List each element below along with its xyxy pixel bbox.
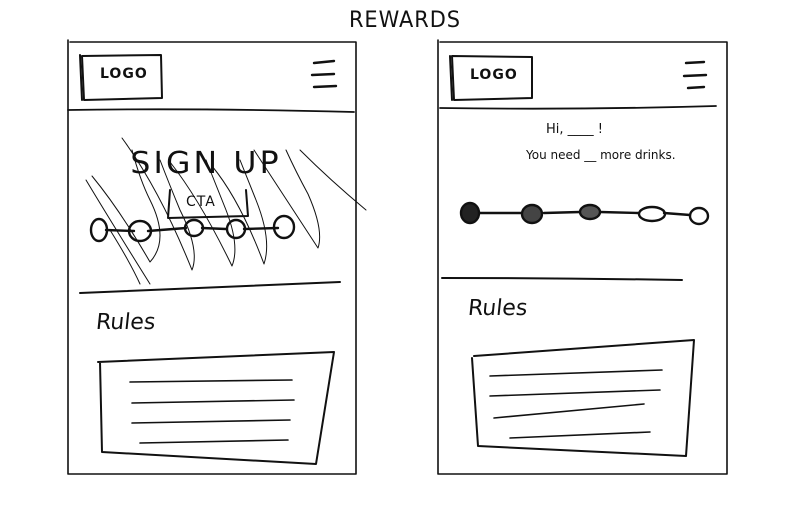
right-drinks-message: You need __ more drinks. <box>526 148 676 162</box>
page-title: REWARDS <box>348 8 462 33</box>
left-cta-box <box>167 189 249 219</box>
left-logo-box <box>81 54 163 101</box>
right-phone-frame <box>437 39 728 475</box>
right-section-divider <box>441 277 683 281</box>
left-rules-heading: Rules <box>94 310 157 335</box>
left-header-divider <box>67 108 355 113</box>
right-logo-box <box>451 55 533 101</box>
left-progress-track <box>89 214 296 243</box>
right-progress-track <box>459 201 710 226</box>
left-signup-heading: SIGN UP <box>130 146 282 181</box>
right-rules-heading: Rules <box>466 296 529 321</box>
left-section-divider <box>79 281 341 294</box>
left-logo-text: LOGO <box>100 66 148 82</box>
right-rules-box <box>471 339 695 457</box>
right-menu-icon <box>682 60 708 90</box>
left-cta-button[interactable]: CTA <box>186 194 216 210</box>
left-rules-box <box>97 351 335 465</box>
right-header-divider <box>439 105 717 110</box>
left-hero-scribble <box>85 137 367 285</box>
right-greeting: Hi, ____ ! <box>546 122 603 137</box>
left-menu-icon <box>310 59 338 89</box>
right-logo-text: LOGO <box>470 67 518 83</box>
left-phone-frame <box>67 39 367 475</box>
